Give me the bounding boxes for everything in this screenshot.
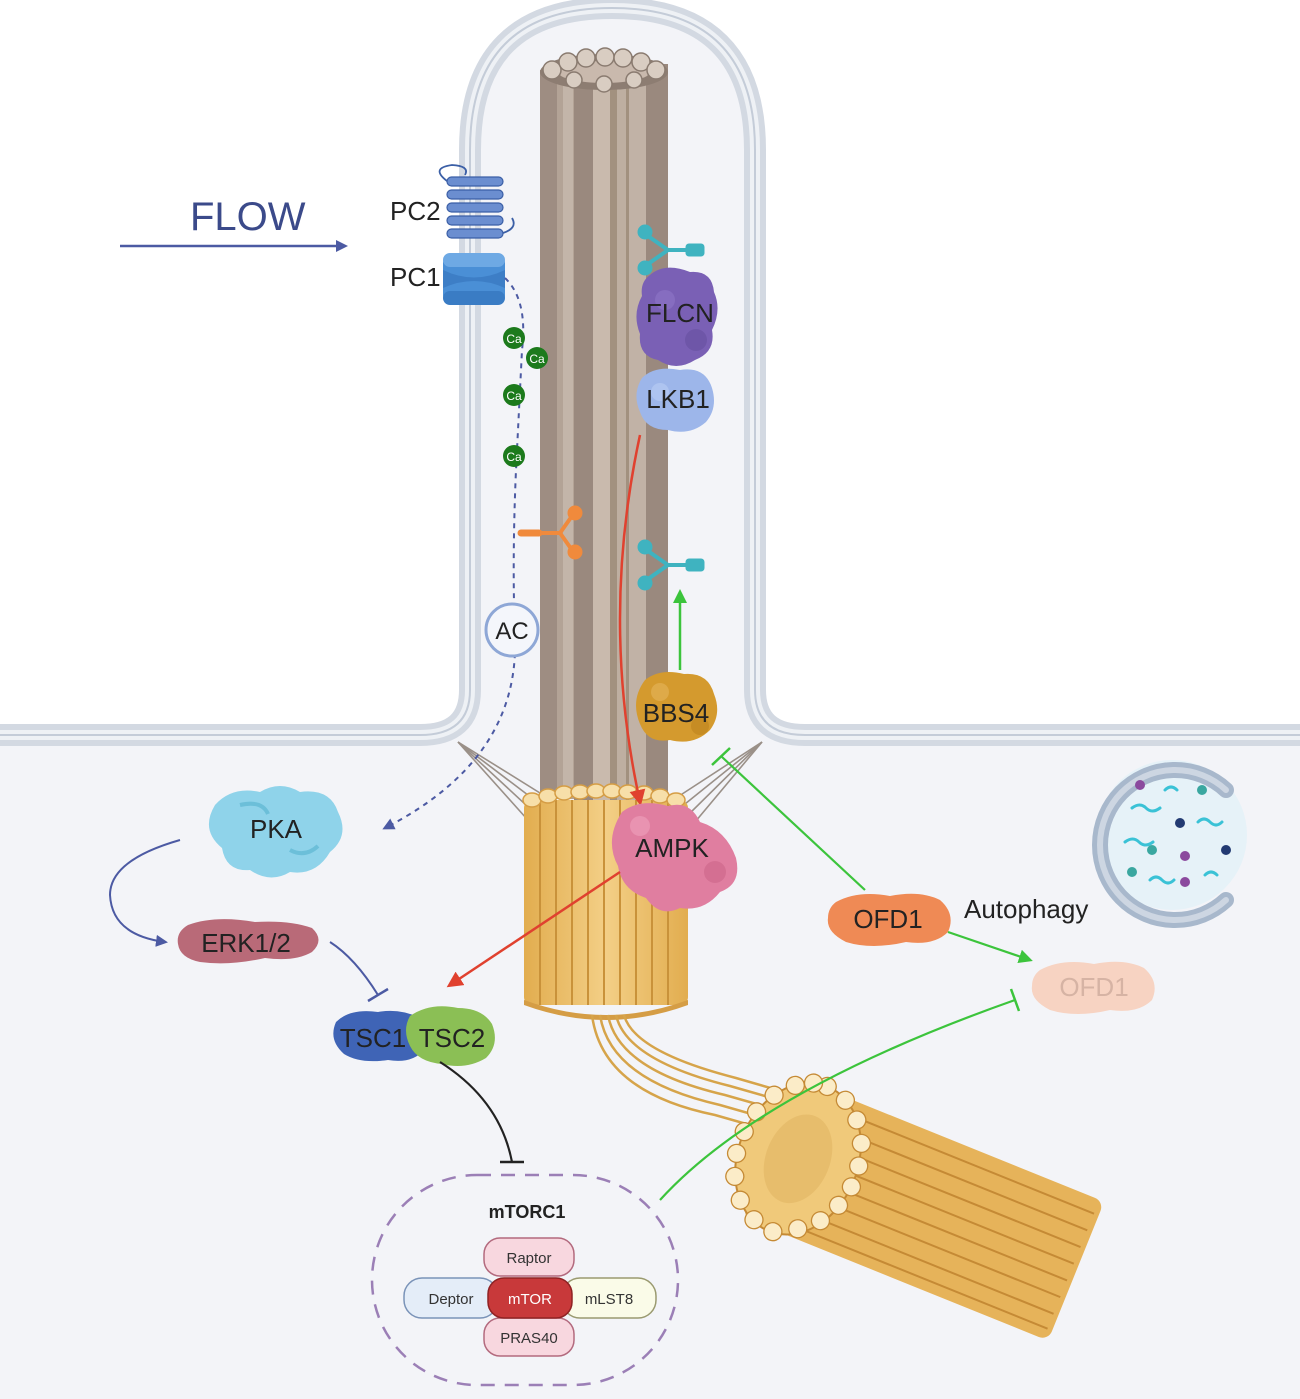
flcn-protein: FLCN	[636, 267, 718, 366]
calcium-signal-path	[382, 277, 525, 830]
pc1-label: PC1	[390, 262, 441, 292]
tsc-inhibits-mtorc1	[439, 1061, 514, 1163]
teal-receptor-icon	[637, 224, 705, 276]
mtor-subunit: mTOR	[487, 1277, 573, 1319]
autophagosome-icon	[1092, 760, 1247, 928]
pka-to-erk-arrow	[108, 839, 181, 947]
pras40-subunit: PRAS40	[483, 1317, 575, 1357]
flow-indicator: FLOW	[120, 195, 348, 252]
rootlet-fibers	[590, 1014, 806, 1137]
pka-protein: PKA	[208, 786, 343, 878]
flow-label: FLOW	[190, 195, 306, 239]
lkb1-label: LKB1	[646, 384, 710, 414]
mlst8-subunit: mLST8	[561, 1277, 657, 1319]
tsc1-label: TSC1	[340, 1023, 406, 1053]
pc1-channel: PC1	[390, 253, 505, 305]
calcium-ion: Ca	[526, 347, 548, 369]
ofd1-label: OFD1	[853, 904, 922, 934]
mtorc1-inhibition-bar	[1009, 988, 1021, 1012]
calcium-ion: Ca	[503, 327, 525, 349]
ofd1-inhibits-bbs4	[721, 756, 866, 891]
autophagy-label: Autophagy	[964, 894, 1088, 924]
ofd1-degraded-label: OFD1	[1059, 972, 1128, 1002]
ampk-protein: AMPK	[611, 803, 738, 912]
deptor-subunit: Deptor	[403, 1277, 499, 1319]
calcium-ions: Ca Ca Ca Ca	[503, 327, 548, 467]
lkb1-to-ampk-arrow	[618, 434, 646, 806]
pc2-label: PC2	[390, 196, 441, 226]
svg-text:Ca: Ca	[506, 450, 522, 464]
ac-label: AC	[495, 618, 528, 645]
ampk-label: AMPK	[635, 833, 709, 863]
svg-text:Ca: Ca	[529, 352, 545, 366]
adenylyl-cyclase: AC	[484, 602, 540, 658]
flcn-label: FLCN	[646, 298, 714, 328]
calcium-ion: Ca	[503, 445, 525, 467]
bbs4-protein: BBS4	[636, 672, 718, 742]
erk-label: ERK1/2	[201, 928, 291, 958]
raptor-subunit: Raptor	[483, 1237, 575, 1277]
mtorc1-title: mTORC1	[489, 1202, 566, 1222]
calcium-ion: Ca	[503, 384, 525, 406]
ofd1-inhibition-bar	[711, 747, 731, 766]
svg-text:Ca: Ca	[506, 389, 522, 403]
tsc-complex: TSC1 TSC2	[333, 1006, 495, 1066]
svg-text:Raptor: Raptor	[506, 1250, 551, 1267]
mtorc1-complex: mTORC1 Raptor Deptor mLST8 PRAS40 mTOR	[370, 1173, 680, 1387]
teal-receptor-icon	[637, 539, 705, 591]
svg-text:Ca: Ca	[506, 332, 522, 346]
erk-protein: ERK1/2	[177, 919, 319, 964]
pc2-channel: PC2	[390, 164, 515, 239]
svg-text:Deptor: Deptor	[428, 1291, 473, 1308]
erk-inhibits-tsc	[329, 941, 379, 996]
pka-label: PKA	[250, 814, 303, 844]
svg-text:mLST8: mLST8	[585, 1291, 633, 1308]
mtorc1-inhibits-ofd1-degradation	[659, 998, 1016, 1201]
ofd1-degraded-protein: OFD1	[1031, 961, 1155, 1014]
ampk-to-tsc-arrow	[446, 870, 621, 988]
daughter-centriole	[725, 1073, 1102, 1338]
ofd1-autophagy-arrow	[947, 930, 1033, 964]
svg-text:PRAS40: PRAS40	[500, 1330, 558, 1347]
svg-text:mTOR: mTOR	[508, 1291, 552, 1308]
ofd1-protein: OFD1	[827, 893, 951, 946]
tsc2-label: TSC2	[419, 1023, 485, 1053]
erk-inhibition-bar	[367, 987, 389, 1003]
orange-receptor-icon	[517, 505, 583, 560]
lkb1-protein: LKB1	[636, 368, 714, 432]
bbs4-label: BBS4	[643, 698, 710, 728]
